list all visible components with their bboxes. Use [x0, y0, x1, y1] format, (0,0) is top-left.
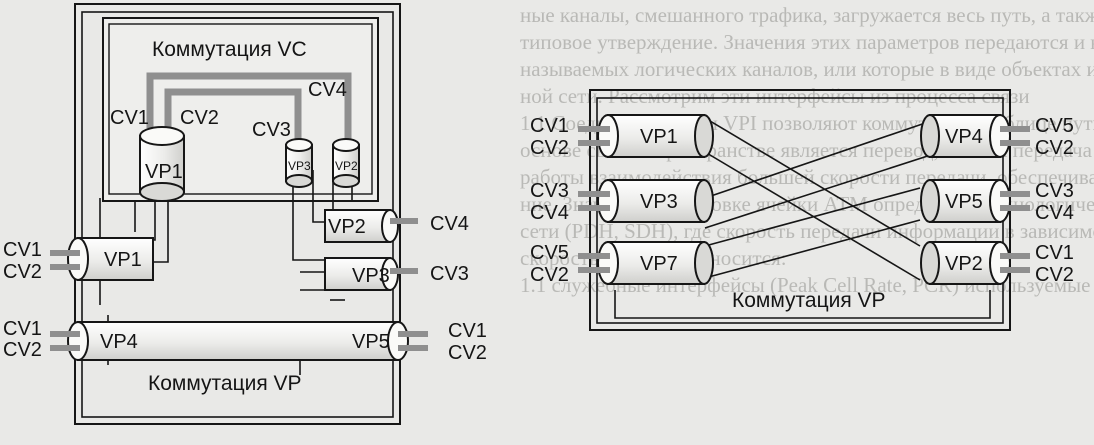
output-pipe-vp2	[920, 241, 1030, 285]
label-in-vp3: VP3	[640, 191, 678, 213]
label-in-vp7: VP7	[640, 253, 678, 275]
vp4-vp5-pipe	[50, 321, 428, 361]
vp2-right-pipe	[324, 209, 418, 243]
label-cv1-top: CV1	[110, 107, 149, 129]
left-labels: Коммутация VC CV1 CV2 CV3 CV4 VP1 VP3 VP…	[3, 38, 487, 395]
label-out-vp4: VP4	[945, 126, 983, 148]
label-vp2-small: VP2	[335, 159, 358, 173]
label-out-vp4-cv2: CV2	[1035, 137, 1074, 159]
vp1-left-pipe	[50, 237, 154, 281]
vp3-right-pipe	[324, 257, 418, 291]
label-cv2-top: CV2	[180, 107, 219, 129]
right-input-pipes	[578, 114, 714, 285]
label-cv4-right: CV4	[430, 213, 469, 235]
label-out-vp5-cv3: CV3	[1035, 180, 1074, 202]
label-vp5: VP5	[352, 331, 390, 353]
label-in-vp1-cv1: CV1	[530, 115, 569, 137]
vp-switch-label-right: Коммутация VP	[732, 289, 886, 312]
vc-switch-inner	[108, 23, 373, 195]
vc-paths	[146, 72, 352, 140]
label-in-vp3-cv4: CV4	[530, 202, 569, 224]
right-output-pipes	[920, 114, 1030, 285]
label-cv1-vp5: CV1	[448, 320, 487, 342]
crossing-paths	[614, 117, 991, 319]
label-in-vp7-cv2: CV2	[530, 264, 569, 286]
vc-path-cv2-cv3	[164, 88, 302, 140]
label-cv2-left-a: CV2	[3, 261, 42, 283]
right-labels: CV1 CV2 VP1 CV3 CV4 VP3 CV5 CV2 VP7 VP4 …	[530, 115, 1074, 312]
label-vp1-vertical: VP1	[145, 161, 183, 183]
label-out-vp2: VP2	[945, 253, 983, 275]
vc-switch-label: Коммутация VC	[152, 38, 307, 61]
label-in-vp1: VP1	[640, 126, 678, 148]
label-in-vp1-cv2: CV2	[530, 137, 569, 159]
output-pipe-vp4	[920, 114, 1030, 158]
output-pipe-vp5	[920, 179, 1030, 223]
label-in-vp3-cv3: CV3	[530, 180, 569, 202]
label-vp4: VP4	[100, 331, 138, 353]
vp3-small-pipe	[285, 138, 313, 188]
vp2-small-pipe	[332, 138, 360, 188]
label-cv2-vp5: CV2	[448, 342, 487, 364]
input-pipe-vp7	[578, 241, 714, 285]
label-out-vp5: VP5	[945, 191, 983, 213]
label-cv4-top: CV4	[308, 79, 347, 101]
label-vp1-left: VP1	[104, 249, 142, 271]
vp-switch-outer-frame	[74, 3, 401, 425]
input-pipe-vp1	[578, 114, 714, 158]
label-in-vp7-cv5: CV5	[530, 242, 569, 264]
label-cv1-left-b: CV1	[3, 318, 42, 340]
label-vp2-right: VP2	[328, 216, 366, 238]
label-out-vp2-cv2: CV2	[1035, 264, 1074, 286]
label-cv3-right: CV3	[430, 263, 469, 285]
label-cv3-top: CV3	[252, 119, 291, 141]
label-vp3-small: VP3	[288, 159, 311, 173]
label-vp3-right: VP3	[352, 265, 390, 287]
label-out-vp4-cv5: CV5	[1035, 115, 1074, 137]
label-cv1-left-a: CV1	[3, 239, 42, 261]
input-pipe-vp3	[578, 179, 714, 223]
label-cv2-left-b: CV2	[3, 339, 42, 361]
label-out-vp5-cv4: CV4	[1035, 202, 1074, 224]
vc-path-cv1-cv4	[146, 72, 352, 140]
vp-switch-label-left: Коммутация VP	[148, 372, 302, 395]
label-out-vp2-cv1: CV1	[1035, 242, 1074, 264]
vp1-vertical-pipe	[139, 126, 185, 202]
